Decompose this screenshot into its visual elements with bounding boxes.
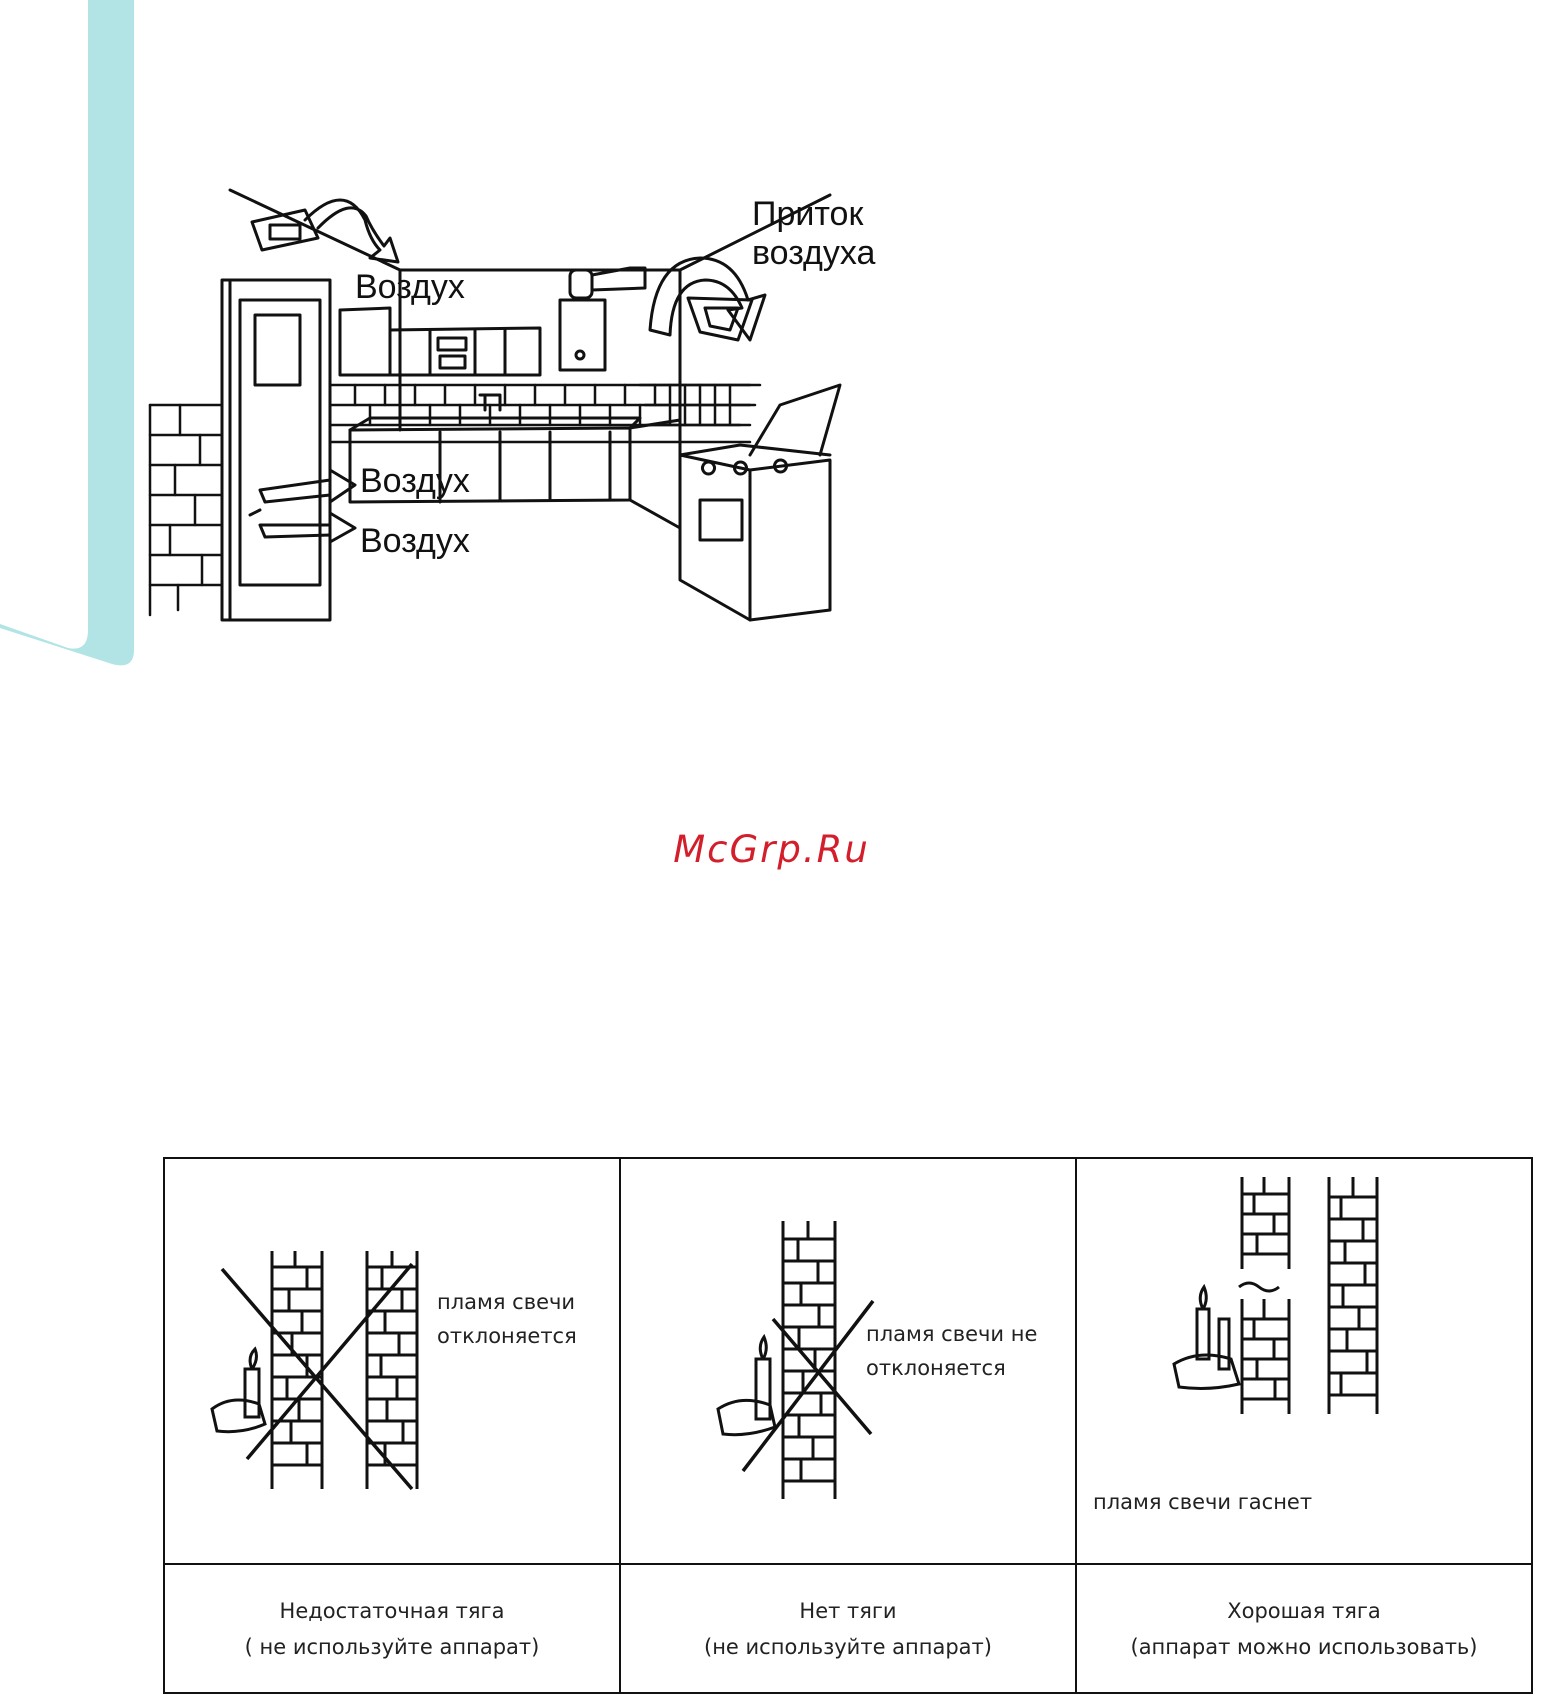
watermark: McGrp.Ru <box>0 828 1543 871</box>
label-air-mid: Воздух <box>360 462 470 500</box>
label-inflow-line2: воздуха <box>752 234 876 272</box>
caption-none: Нет тяги (не используйте аппарат) <box>620 1564 1076 1693</box>
draft-cell-none: пламя свечи не отклоняется <box>620 1158 1076 1564</box>
caption-good: Хорошая тяга (аппарат можно использовать… <box>1076 1564 1532 1693</box>
note-line1: пламя свечи не <box>866 1317 1037 1351</box>
note-line2: отклоняется <box>866 1351 1037 1385</box>
draft-cell-good: пламя свечи гаснет <box>1076 1158 1532 1564</box>
door-icon <box>222 280 330 620</box>
gas-stove-icon <box>680 385 840 620</box>
label-inflow-line1: Приток <box>752 195 864 233</box>
note-line2: отклоняется <box>437 1319 577 1353</box>
caption-line2: ( не используйте аппарат) <box>165 1629 619 1665</box>
kitchen-ventilation-illustration: Приток воздуха Воздух Воздух Воздух <box>140 180 960 670</box>
caption-line1: Нет тяги <box>621 1593 1075 1629</box>
caption-line1: Недостаточная тяга <box>165 1593 619 1629</box>
accent-band <box>0 0 136 670</box>
caption-line2: (не используйте аппарат) <box>621 1629 1075 1665</box>
draft-test-table: пламя свечи отклоняется пламя свечи не о… <box>163 1157 1533 1694</box>
gas-boiler-icon <box>560 268 645 370</box>
candle-chimney-crossed-icon <box>165 1159 619 1563</box>
note-line1: пламя свечи гаснет <box>1093 1485 1312 1519</box>
upper-cabinets-icon <box>340 308 540 375</box>
caption-insufficient: Недостаточная тяга ( не используйте аппа… <box>164 1564 620 1693</box>
label-air-bottom: Воздух <box>360 522 470 560</box>
inflow-vent-icon <box>688 298 752 340</box>
label-air-top: Воздух <box>355 268 465 306</box>
draft-cell-insufficient: пламя свечи отклоняется <box>164 1158 620 1564</box>
caption-line1: Хорошая тяга <box>1077 1593 1531 1629</box>
caption-line2: (аппарат можно использовать) <box>1077 1629 1531 1665</box>
note-line1: пламя свечи <box>437 1285 577 1319</box>
